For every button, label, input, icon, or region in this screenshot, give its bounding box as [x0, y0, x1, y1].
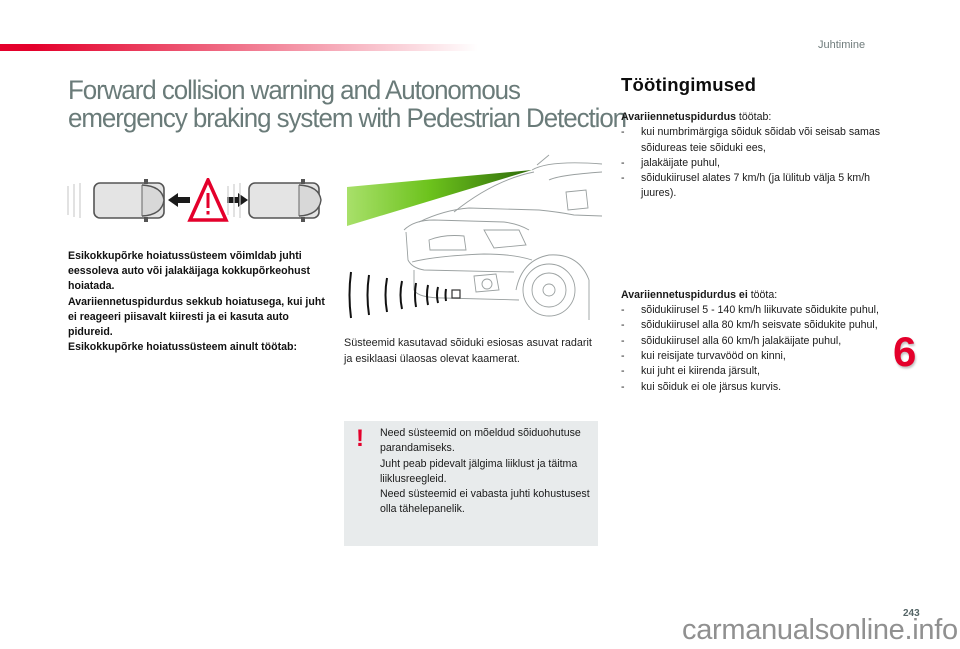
header-accent-bar: [0, 44, 478, 51]
camera-beam: [347, 170, 532, 226]
list-item-text: sõidukiirusel alates 7 km/h (ja lülitub …: [641, 172, 871, 200]
dash: -: [621, 380, 625, 393]
operating-conditions-heading: Töötingimused: [621, 74, 757, 95]
safety-notice: ! Need süsteemid on mõeldud sõiduohutuse…: [344, 421, 598, 546]
list-item-text: kui sõiduk ei ole järsus kurvis.: [641, 380, 782, 393]
list-item: - sõidukiirusel 5 - 140 km/h liikuvate sõ…: [621, 303, 891, 318]
page-title-line-2: emergency braking system with Pedestrian…: [68, 103, 627, 133]
list-item-text: kui reisijate turvavööd on kinni,: [641, 349, 786, 362]
list-item-text: kui numbrimärgiga sõiduk sõidab või seis…: [641, 126, 881, 154]
dash: -: [621, 126, 625, 139]
description-paragraph: Esikokkupõrke hoiatussüsteem võimldab ju…: [68, 250, 310, 293]
radar-waves-icon: [348, 271, 447, 319]
description-paragraph: Avariiennetuspidurdus sekkub hoiatusega,…: [68, 295, 325, 339]
collision-warning-illustration: [67, 178, 322, 222]
works-lead-rest: töötab:: [735, 111, 772, 123]
works-lead-bold: Avariiennetuspidurdus: [621, 111, 736, 123]
list-item: - jalakäijate puhul,: [621, 156, 891, 171]
not-works-lead: Avariiennetuspidurdus ei tööta:: [621, 288, 891, 303]
van-rear-icon: [93, 179, 165, 222]
not-works-list: - sõidukiirusel 5 - 140 km/h liikuvate sõ…: [621, 303, 891, 395]
warning-triangle-icon: [187, 178, 229, 222]
list-item: - sõidukiirusel alla 60 km/h jalakäijate …: [621, 334, 891, 349]
watermark: carmanualsonline.info: [682, 614, 958, 646]
dash: -: [621, 319, 625, 332]
exclamation-icon: !: [356, 425, 364, 452]
safety-notice-text: Need süsteemid on mõeldud sõiduohutuse p…: [380, 426, 590, 518]
dash: -: [621, 365, 625, 378]
list-item: - kui numbrimärgiga sõiduk sõidab või sei…: [621, 125, 891, 156]
page-number: 243: [903, 608, 920, 619]
list-item-text: sõidukiirusel alla 80 km/h seisvate sõid…: [641, 319, 878, 332]
list-item: - kui reisijate turvavööd on kinni,: [621, 349, 891, 364]
van-camera-radar-illustration: [347, 154, 602, 320]
not-works-lead-rest: tööta:: [747, 288, 778, 301]
section-label: Juhtimine: [818, 39, 866, 51]
list-item-text: sõidukiirusel alla 60 km/h jalakäijate p…: [641, 334, 842, 347]
notice-paragraph: Need süsteemid on mõeldud sõiduohutuse p…: [380, 427, 581, 455]
chapter-number: 6: [893, 328, 917, 375]
not-works-conditions: Avariiennetuspidurdus ei tööta: - sõiduki…: [621, 288, 891, 395]
list-item: - sõidukiirusel alates 7 km/h (ja lülitub…: [621, 171, 891, 202]
van-front-icon: [248, 179, 322, 222]
dash: -: [621, 334, 625, 347]
dash: -: [621, 304, 625, 317]
operating-conditions: Töötingimused Avariiennetuspidurdus tööt…: [621, 74, 891, 395]
dash: -: [621, 172, 625, 185]
list-item: - sõidukiirusel alla 80 km/h seisvate sõi…: [621, 318, 891, 333]
van-outline-icon: [403, 154, 602, 320]
works-list: - kui numbrimärgiga sõiduk sõidab või sei…: [621, 125, 891, 201]
works-lead: Avariiennetuspidurdus töötab:: [621, 110, 891, 125]
list-item-text: kui juht ei kiirenda järsult,: [641, 365, 760, 378]
not-works-lead-bold: Avariiennetuspidurdus ei: [621, 288, 748, 301]
description-paragraph: Esikokkupõrke hoiatussüsteem ainult tööt…: [68, 341, 297, 354]
dash: -: [621, 156, 625, 169]
arrow-left-icon: [168, 193, 190, 207]
list-item: - kui juht ei kiirenda järsult,: [621, 364, 891, 379]
system-description: Esikokkupõrke hoiatussüsteem võimldab ju…: [68, 249, 328, 355]
dash: -: [621, 349, 625, 362]
arrow-right-icon: [227, 193, 248, 207]
list-item-text: sõidukiirusel 5 - 140 km/h liikuvate sõi…: [641, 304, 879, 317]
list-item-text: jalakäijate puhul,: [641, 156, 720, 169]
notice-paragraph: Juht peab pidevalt jälgima liiklust ja t…: [380, 457, 578, 485]
radar-sensor: [451, 289, 461, 299]
notice-paragraph: Need süsteemid ei vabasta juhti kohustus…: [380, 488, 590, 516]
page-title-line-1: Forward collision warning and Autonomous: [68, 75, 521, 105]
sensor-description: Süsteemid kasutavad sõiduki esiosas asuv…: [344, 337, 592, 365]
ghost-van-right-icon: [227, 183, 241, 218]
ghost-van-left-icon: [67, 183, 81, 218]
page-title: Forward collision warning and Autonomous…: [68, 75, 627, 133]
works-conditions: Avariiennetuspidurdus töötab: - kui numbr…: [621, 110, 891, 202]
list-item: - kui sõiduk ei ole järsus kurvis.: [621, 380, 891, 395]
